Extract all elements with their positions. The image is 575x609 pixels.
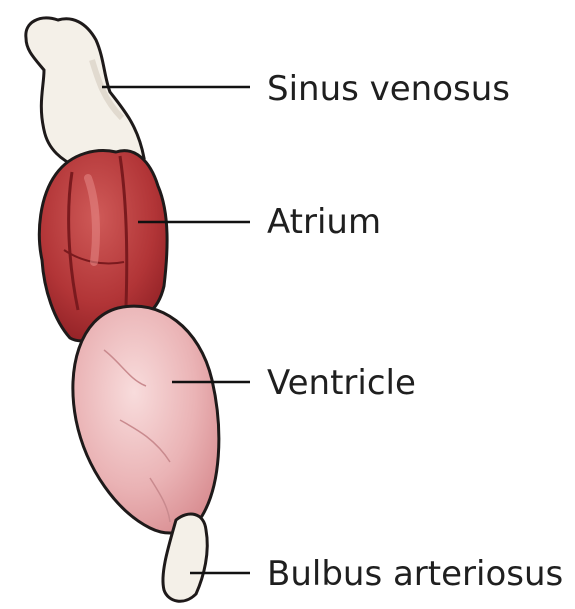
ventricle-shape [73,306,219,533]
label-sinus-venosus: Sinus venosus [267,72,510,106]
sinus-venosus-shape [26,18,144,168]
label-atrium: Atrium [267,205,381,239]
label-bulbus-arteriosus: Bulbus arteriosus [267,557,563,591]
label-ventricle: Ventricle [267,366,416,400]
